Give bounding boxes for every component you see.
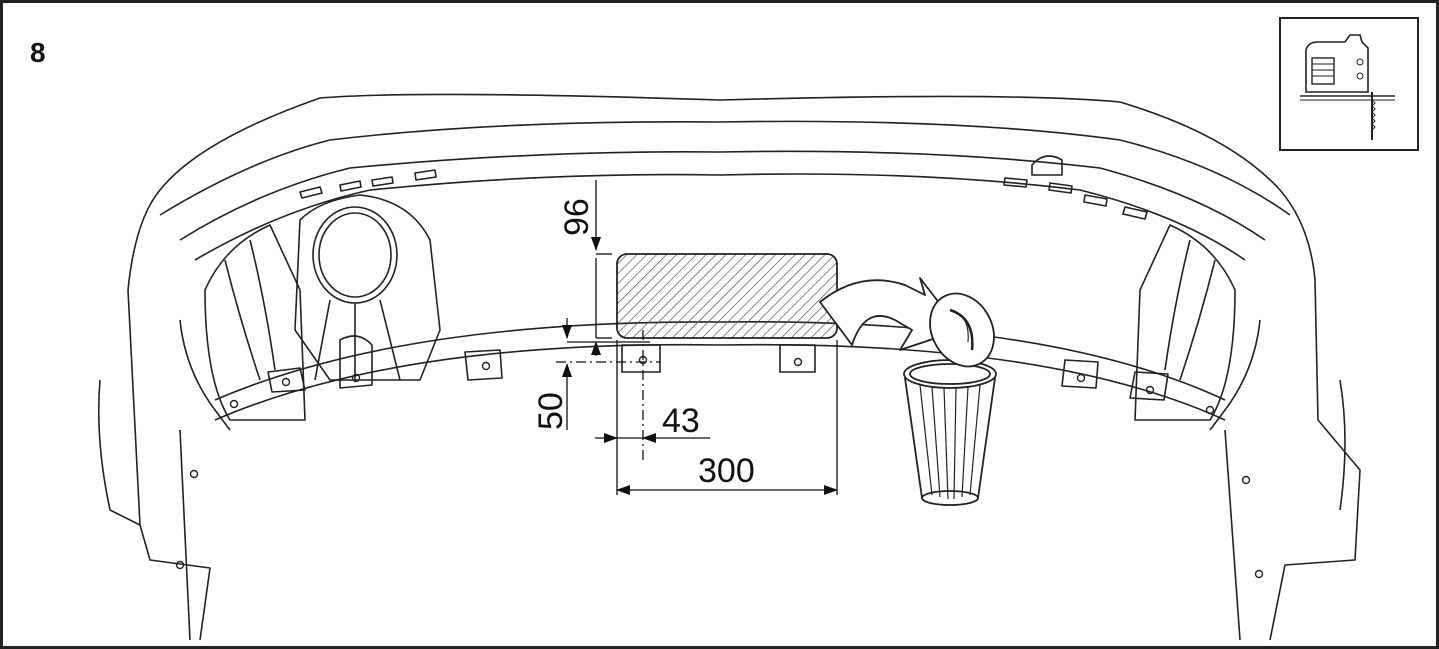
dimension-43: 43	[662, 402, 700, 440]
dimension-96: 96	[558, 198, 596, 236]
jigsaw-icon	[1279, 17, 1419, 151]
dimension-lines	[556, 180, 838, 495]
dimension-50: 50	[532, 392, 570, 430]
step-number: 8	[30, 37, 46, 68]
bumper-drawing	[97, 93, 1361, 641]
cutout-area	[616, 253, 838, 339]
dimension-300: 300	[698, 452, 755, 490]
trash-bin-icon	[903, 292, 997, 506]
